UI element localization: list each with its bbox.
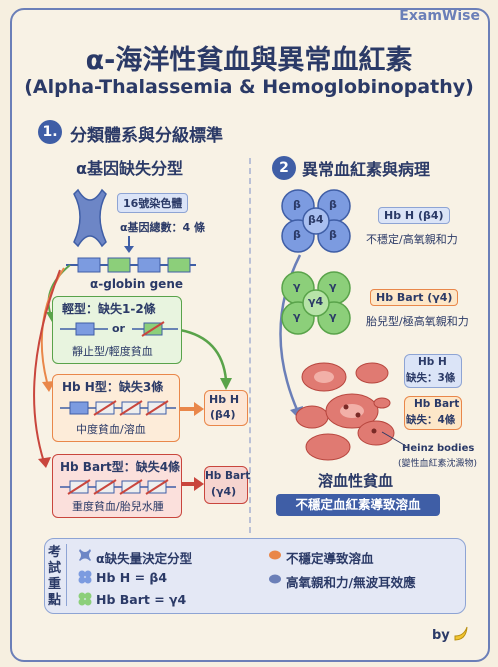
cell-key-icon-2 <box>269 574 281 584</box>
key-item-5: 高氧親和力/無波耳效應 <box>286 575 416 590</box>
bart-result-box <box>204 466 248 504</box>
beta-subunit-2: β <box>329 198 337 211</box>
key-item-2: Hb H = β4 <box>96 570 168 585</box>
hbh-result-formula: (β4) <box>210 408 236 421</box>
bart-structure-desc: 胎兒型/極高氧親和力 <box>366 315 469 328</box>
page-subtitle: (Alpha-Thalassemia & Hemoglobinopathy) <box>24 76 474 98</box>
down-arrow-icon <box>124 236 134 253</box>
gene-name-label: α-globin gene <box>90 277 184 291</box>
gamma-subunit-4: γ <box>329 310 337 323</box>
gamma-tetramer-icon <box>281 271 351 335</box>
bart-tag-desc: 缺失：4條 <box>406 414 456 426</box>
section-1-number: 1. <box>38 120 62 144</box>
hbh-structure-label: Hb H (β4) <box>378 207 450 224</box>
mild-type-title: 輕型：缺失1-2條 <box>62 302 156 316</box>
mild-or-label: or <box>112 322 125 335</box>
hbh-structure-desc: 不穩定/高氧親和力 <box>366 233 458 246</box>
left-column-title: α基因缺失分型 <box>76 159 183 178</box>
beta-subunit-4: β <box>329 228 337 241</box>
red-blood-cells-icon <box>295 362 395 461</box>
hbh-result-box <box>204 390 248 426</box>
hbh-type-desc: 中度貧血/溶血 <box>76 423 146 436</box>
bart-deletion-tag <box>404 396 462 430</box>
hbh-tag-title: Hb H <box>418 356 447 368</box>
gamma-subunit-1: γ <box>293 280 301 293</box>
banana-icon <box>454 626 468 641</box>
bart-gene-icon <box>60 479 176 495</box>
beta-key-icon <box>78 570 92 584</box>
chromosome-label: 16號染色體 <box>117 193 189 213</box>
key-item-3: Hb Bart = γ4 <box>96 592 187 607</box>
cell-key-icon-1 <box>269 550 281 560</box>
beta-subunit-1: β <box>293 198 301 211</box>
section-1-title: 分類體系與分級標準 <box>70 126 223 146</box>
right-column-title: 異常血紅素與病理 <box>302 160 431 179</box>
bart-structure-label: Hb Bart (γ4) <box>370 289 459 306</box>
hemolysis-label: 溶血性貧血 <box>318 472 394 490</box>
bart-type-desc: 重度貧血/胎兒水腫 <box>72 500 164 513</box>
heinz-bodies-label: Heinz bodies <box>402 443 475 454</box>
bart-tag-title: Hb Bart <box>414 398 460 410</box>
key-item-4: 不穩定導致溶血 <box>286 551 374 566</box>
page-title: α-海洋性貧血與異常血紅素 <box>85 45 413 76</box>
hbh-tag-desc: 缺失：3條 <box>406 372 456 384</box>
chromosome-key-icon <box>79 549 91 561</box>
gamma-center-label: γ4 <box>308 295 324 308</box>
key-points-box <box>44 538 466 614</box>
heinz-bodies-desc: (變性血紅素沈澱物) <box>398 459 478 469</box>
gamma-subunit-2: γ <box>329 280 337 293</box>
hemolysis-banner: 不穩定血紅素導致溶血 <box>276 494 440 516</box>
hbh-result-label: Hb H <box>209 393 240 406</box>
beta-subunit-3: β <box>293 228 301 241</box>
mild-gene-icon <box>60 321 178 337</box>
brand-name: ExamWise <box>399 8 480 24</box>
key-points-vertical-title: 考試重點 <box>48 545 62 608</box>
key-divider <box>66 544 67 606</box>
by-label: by <box>432 628 450 643</box>
bart-result-label: Hb Bart <box>205 470 251 482</box>
beta-tetramer-icon <box>281 189 351 253</box>
chromosome-icon <box>73 188 107 248</box>
gamma-subunit-3: γ <box>293 310 301 323</box>
gene-strip-icon <box>66 257 196 273</box>
section-2-number: 2 <box>272 156 296 180</box>
column-divider <box>249 158 251 533</box>
mild-type-desc: 靜止型/輕度貧血 <box>72 345 153 358</box>
key-item-1: α缺失量決定分型 <box>96 551 193 566</box>
hbh-deletion-tag <box>404 354 462 388</box>
hbh-type-title: Hb H型：缺失3條 <box>62 380 164 394</box>
bart-result-formula: (γ4) <box>211 485 237 498</box>
gamma-key-icon <box>78 592 92 606</box>
heinz-pointer-icon <box>381 431 407 447</box>
gene-total-label: α基因總數：4 條 <box>120 221 206 234</box>
beta-center-label: β4 <box>308 213 324 226</box>
bart-type-title: Hb Bart型：缺失4條 <box>60 460 181 474</box>
hbh-gene-icon <box>60 400 176 416</box>
